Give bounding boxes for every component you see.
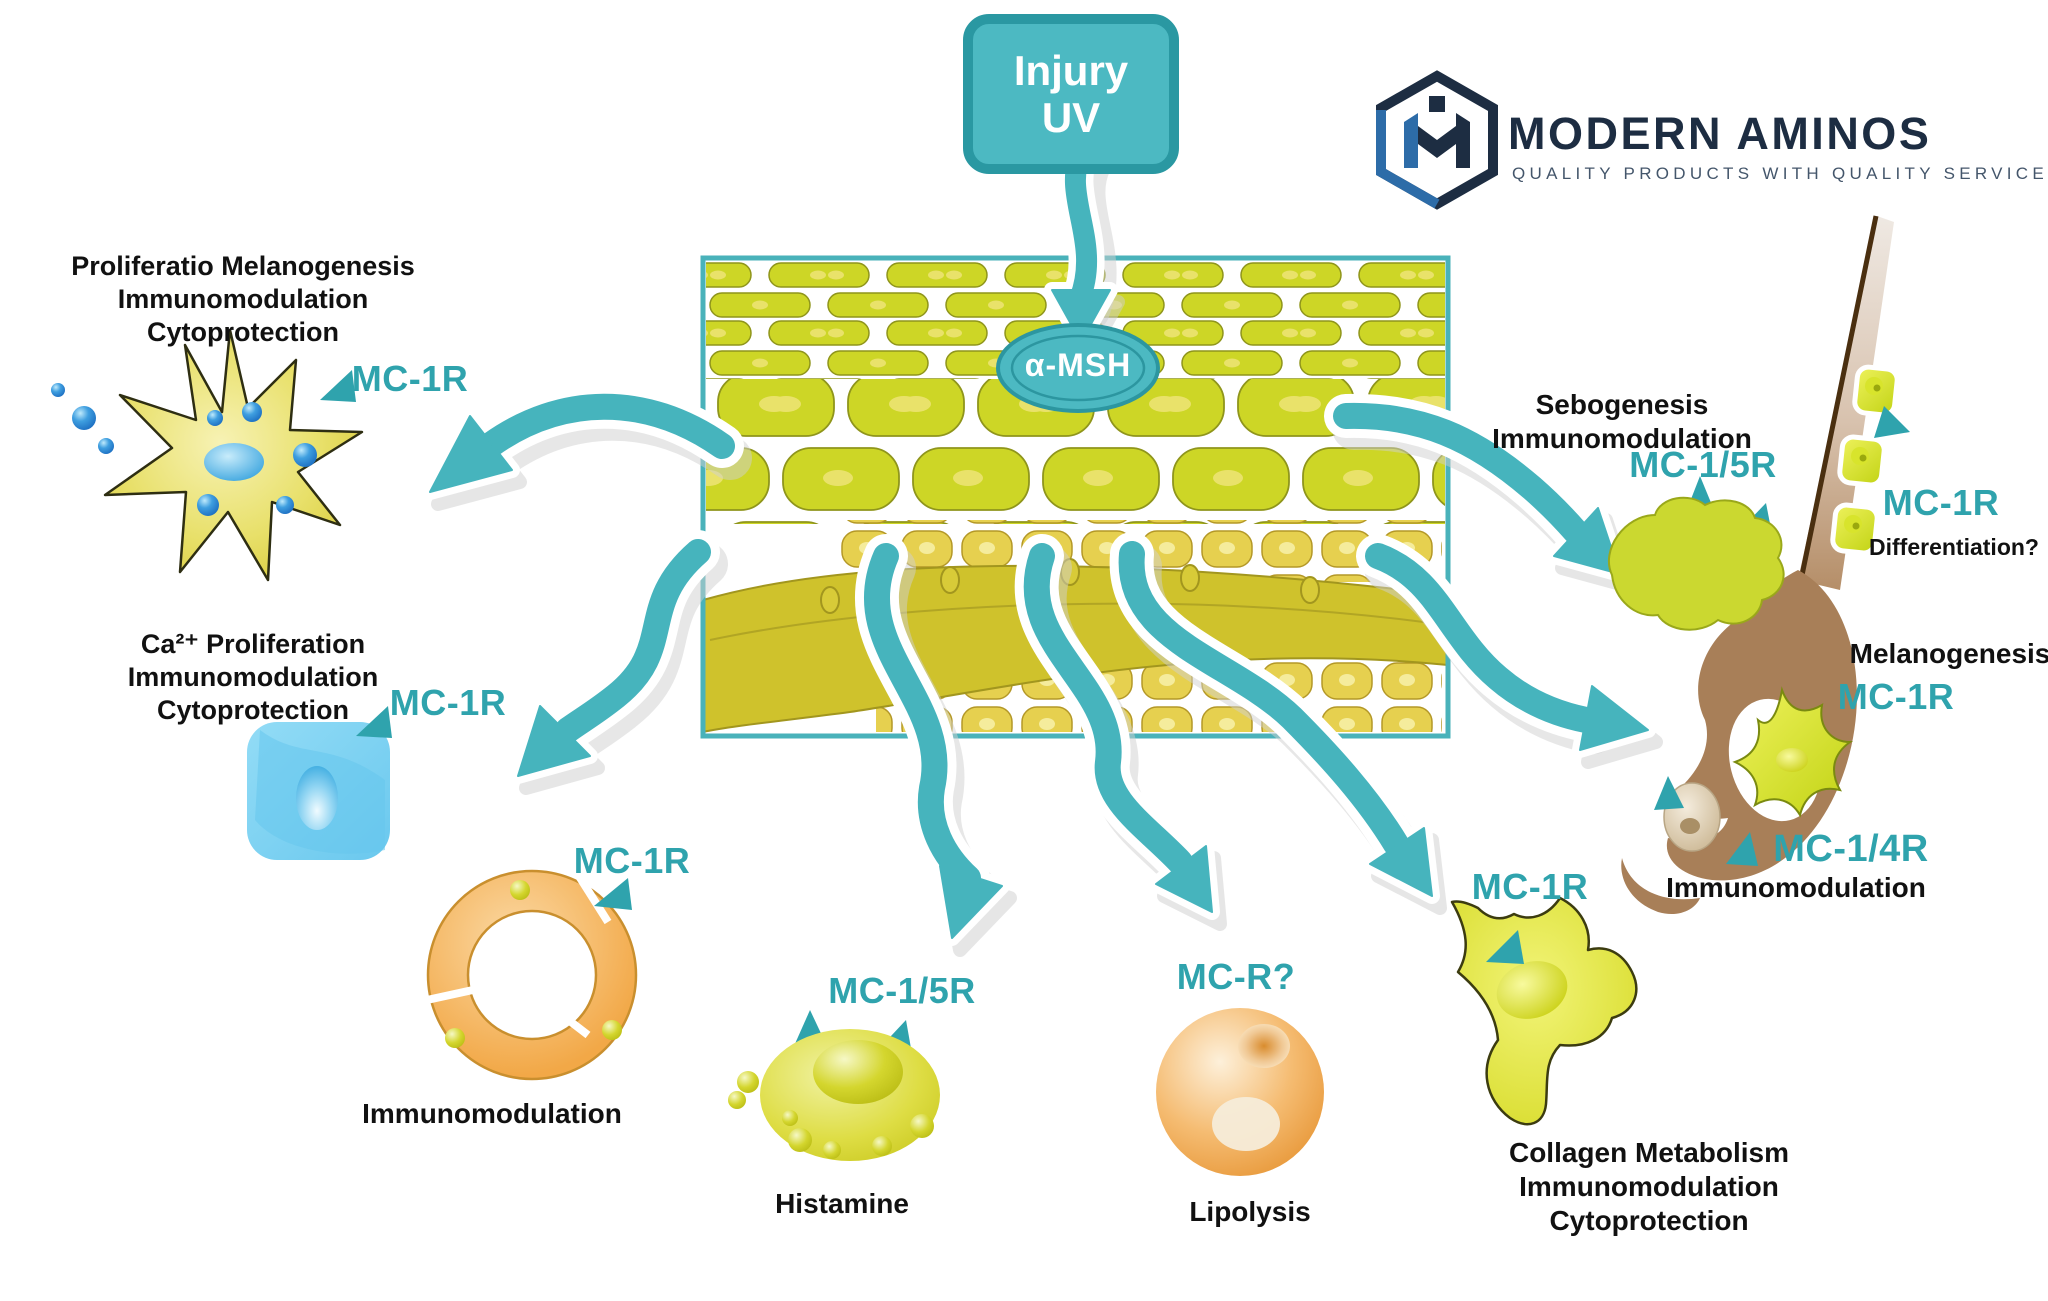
adipocyte-dimple	[1238, 1024, 1290, 1068]
hair-follicle	[1621, 215, 1910, 915]
arrow-to-melanocyte	[422, 384, 752, 511]
melanin-granules	[51, 383, 317, 516]
mast-cell	[728, 1010, 940, 1161]
receptor-label-keratinocyte: MC-1R	[389, 682, 507, 723]
receptor-triangle-icon	[320, 370, 356, 402]
keratinocyte-functions: Ca²⁺ Proliferation Immunomodulation Cyto…	[127, 629, 379, 725]
hair-shaft	[1798, 216, 1894, 590]
arrow-to-macrophage	[510, 530, 728, 795]
hair-shaft-edge	[1797, 215, 1879, 586]
macrophage-granules	[445, 880, 622, 1048]
receptor-label-fibroblast: MC-1R	[1471, 866, 1589, 907]
receptor-label-mast-cell: MC-1/5R	[828, 970, 976, 1011]
melanocyte-cell	[51, 328, 364, 582]
keratinocyte-cell	[247, 706, 392, 860]
mast-cell-function: Histamine	[775, 1188, 909, 1219]
receptor-triangle-icon	[1726, 832, 1758, 866]
hair-melanogenesis-label: Melanogenesis	[1849, 638, 2048, 669]
logo-mark-icon	[1376, 70, 1498, 210]
receptor-label-macrophage: MC-1R	[573, 840, 691, 881]
sebocyte-functions: Sebogenesis Immunomodulation	[1492, 389, 1752, 455]
follicle-immune-nucleus	[1680, 818, 1700, 834]
injury-line1: Injury	[1013, 46, 1129, 94]
fibroblast-nucleus	[1496, 961, 1568, 1019]
hair-bulb-hook	[1621, 858, 1700, 915]
logo-name: MODERN AMINOS	[1508, 108, 1932, 159]
mast-cell-nucleus	[813, 1040, 903, 1104]
macrophage-segment-gaps	[426, 870, 612, 1039]
follicle-melanocyte-nucleus	[1776, 748, 1808, 772]
arrow-to-sebocyte	[1324, 393, 1635, 593]
injury-line2: UV	[1041, 94, 1101, 141]
arrow-to-mast-cell	[854, 534, 1017, 957]
logo-tagline: QUALITY PRODUCTS WITH QUALITY SERVICE	[1512, 164, 2048, 183]
hair-differentiation-label: Differentiation?	[1869, 534, 2039, 560]
adipocyte-lipid-droplet	[1212, 1097, 1280, 1151]
receptor-label-sebocyte: MC-1/5R	[1629, 444, 1777, 485]
receptor-triangle-icon	[1654, 776, 1684, 810]
adipocyte-function: Lipolysis	[1189, 1196, 1311, 1227]
receptor-label-hair-immune: MC-1/4R	[1773, 828, 1929, 870]
receptor-triangle-icon	[356, 706, 392, 738]
injury-uv-box: Injury UV	[963, 14, 1179, 174]
adipocyte-cell	[1156, 1008, 1324, 1176]
receptor-label-hair-melanocyte: MC-1R	[1837, 676, 1955, 717]
sebocyte-cell	[1607, 476, 1785, 631]
hair-immune-function: Immunomodulation	[1666, 872, 1926, 903]
macrophage-cell	[426, 869, 638, 1081]
arrow-to-fibroblast	[1109, 532, 1447, 915]
fibroblast-cell	[1450, 896, 1638, 1126]
melanocyte-functions: Proliferatio Melanogenesis Immunomodulat…	[71, 251, 415, 347]
arrow-to-hair-follicle	[1356, 534, 1663, 769]
alpha-msh-label: α-MSH	[1024, 347, 1132, 383]
alpha-msh-badge	[996, 323, 1160, 413]
receptor-label-melanocyte: MC-1R	[351, 358, 469, 399]
receptor-label-hair-keratinocyte: MC-1R	[1882, 482, 2000, 523]
receptor-triangle-icon	[594, 878, 632, 910]
arrow-to-adipocyte	[1014, 534, 1227, 931]
fibroblast-functions: Collagen Metabolism Immunomodulation Cyt…	[1508, 1137, 1790, 1237]
receptor-triangle-icon	[1874, 406, 1910, 438]
receptor-label-adipocyte: MC-R?	[1176, 956, 1296, 997]
mast-cell-granules	[728, 1071, 934, 1159]
follicle-keratinocytes	[1830, 364, 1900, 556]
receptor-triangle-icon	[1486, 930, 1524, 964]
macrophage-function: Immunomodulation	[362, 1098, 622, 1129]
keratinocyte-nucleus	[296, 766, 338, 830]
melanocyte-nucleus	[204, 443, 264, 481]
